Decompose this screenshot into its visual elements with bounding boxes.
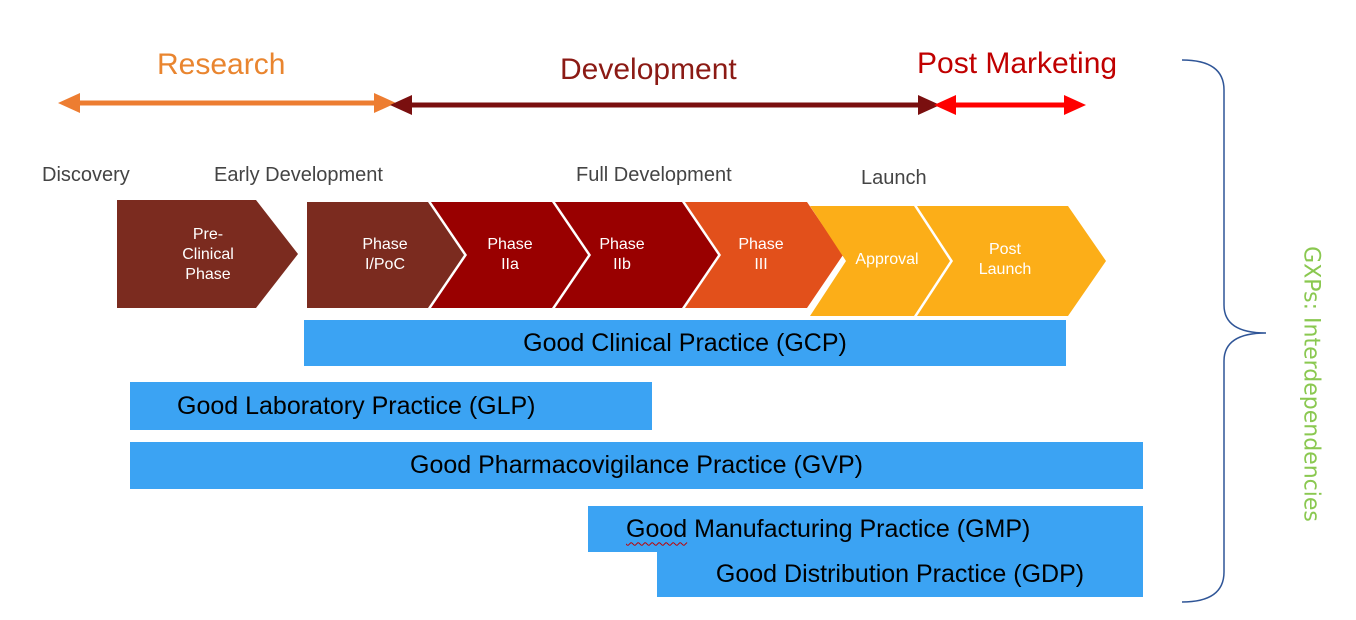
phase-1-poc-label: Phase I/PoC [362,236,408,273]
bar-glp-label: Good Laboratory Practice (GLP) [177,391,536,420]
chevron-preclinical [117,200,298,308]
chevron-approval [810,206,950,316]
phase-2b-label: Phase IIb [599,236,645,273]
stage-post-marketing: Post Marketing [917,47,1118,80]
bar-gvp-label: Good Pharmacovigilance Practice (GVP) [410,451,863,479]
bar-gmp-label: Good Manufacturing Practice (GMP) [626,514,1031,543]
label-launch: Launch [861,167,927,189]
bar-gcp-label: Good Clinical Practice (GCP) [523,328,847,357]
label-discovery: Discovery [42,164,130,186]
bar-gvp: Good Pharmacovigilance Practice (GVP) [130,442,1143,489]
phase-approval-label: Approval [855,251,919,268]
stage-research: Research [157,48,286,81]
bar-gdp: Good Distribution Practice (GDP) [657,552,1143,597]
chevron-phase-3 [685,202,843,308]
label-early-development: Early Development [214,164,383,186]
label-full-development: Full Development [576,164,732,186]
chevron-phase-1-poc [307,202,464,308]
phase-post-launch-label: Post Launch [978,241,1032,278]
bar-gdp-label: Good Distribution Practice (GDP) [715,560,1085,588]
bar-gcp: Good Clinical Practice (GCP) [304,320,1066,366]
development-span-arrow [390,95,940,115]
chevron-phase-2a [431,202,588,308]
stage-development: Development [560,53,737,86]
bar-glp: Good Laboratory Practice (GLP) [130,382,652,430]
phase-3-label: Phase III [738,236,784,273]
bar-gmp: Good Manufacturing Practice (GMP) [588,506,1143,552]
chevron-post-launch [917,206,1106,316]
phase-preclinical-label: Pre- Clinical Phase [182,226,234,283]
phase-2a-label: Phase IIa [487,236,533,273]
chevron-phase-2b [555,202,718,308]
post-marketing-span-arrow [934,95,1086,115]
gxp-interdependencies-label: GXPs: Interdependencies [1298,246,1324,522]
research-span-arrow [58,93,396,113]
